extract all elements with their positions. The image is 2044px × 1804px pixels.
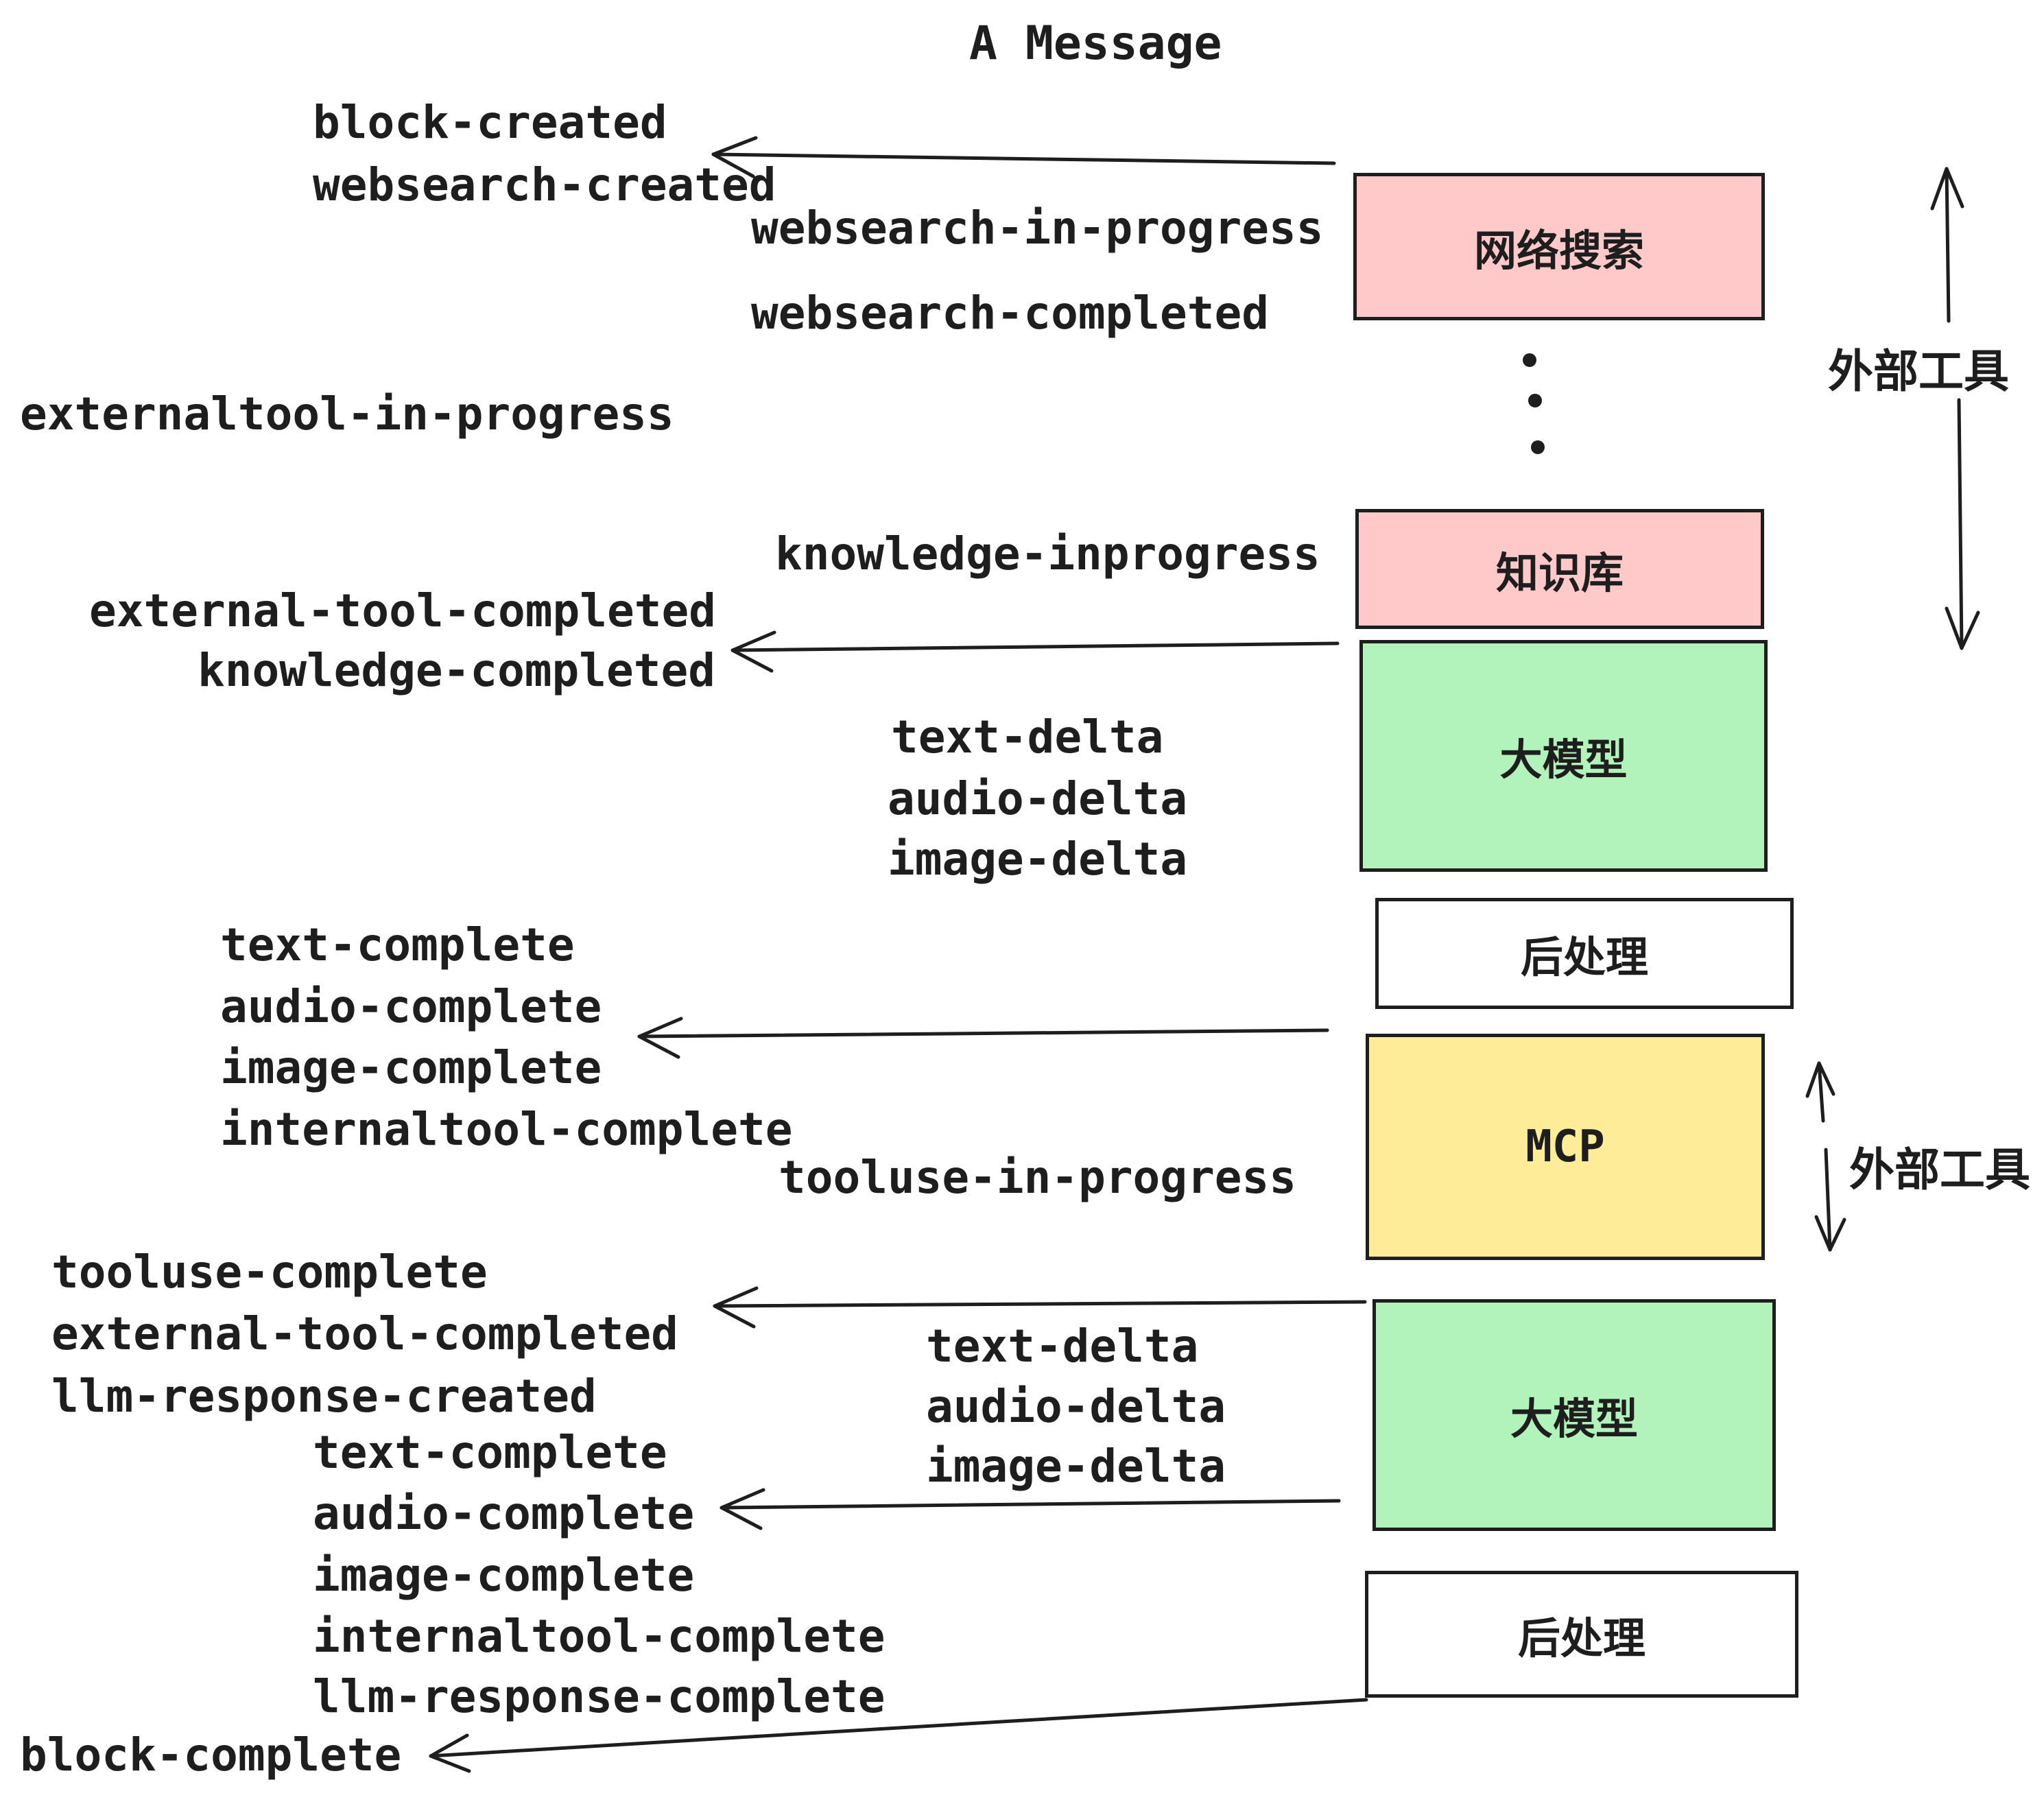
event-tooluse-complete: tooluse-complete bbox=[51, 1246, 488, 1298]
arrow-to-image-complete bbox=[637, 1017, 1329, 1059]
box-websearch: 网络搜索 bbox=[1353, 173, 1765, 320]
box-knowledge-label: 知识库 bbox=[1495, 547, 1624, 598]
event-llm-response-created: llm-response-created bbox=[51, 1370, 597, 1423]
event-externaltool-in-progress: externaltool-in-progress bbox=[20, 388, 674, 440]
event-block-created: block-created bbox=[313, 96, 667, 149]
arrow-to-block-complete bbox=[429, 1698, 1368, 1773]
range-arrow-up-top bbox=[1930, 167, 1964, 323]
event-audio-delta-1: audio-delta bbox=[888, 772, 1188, 825]
range-arrow-up-mcp bbox=[1805, 1061, 1835, 1123]
ellipsis-dots bbox=[1523, 353, 1545, 454]
box-knowledge: 知识库 bbox=[1355, 509, 1764, 629]
arrow-to-knowledge-completed bbox=[730, 630, 1340, 673]
event-audio-delta-2: audio-delta bbox=[926, 1380, 1226, 1433]
event-text-complete-1: text-complete bbox=[220, 918, 575, 971]
event-image-delta-2: image-delta bbox=[926, 1440, 1226, 1493]
external-tools-label-mcp: 外部工具 bbox=[1849, 1144, 2030, 1195]
range-arrow-down-mcp bbox=[1814, 1148, 1846, 1252]
event-block-complete: block-complete bbox=[20, 1729, 402, 1781]
event-image-delta-1: image-delta bbox=[888, 833, 1188, 886]
box-postprocess-1: 后处理 bbox=[1375, 898, 1794, 1009]
box-llm-2-label: 大模型 bbox=[1510, 1394, 1638, 1444]
event-knowledge-inprogress: knowledge-inprogress bbox=[775, 527, 1320, 580]
event-tooluse-in-progress: tooluse-in-progress bbox=[779, 1151, 1296, 1204]
event-internaltool-complete-2: internaltool-complete bbox=[313, 1610, 886, 1663]
box-mcp: MCP bbox=[1366, 1034, 1765, 1260]
arrow-to-tooluse-complete bbox=[713, 1286, 1367, 1329]
box-llm-2: 大模型 bbox=[1372, 1299, 1776, 1531]
event-audio-complete-2: audio-complete bbox=[313, 1487, 695, 1540]
event-external-tool-completed-2: external-tool-completed bbox=[51, 1307, 678, 1360]
box-llm-1-label: 大模型 bbox=[1499, 735, 1628, 785]
box-postprocess-2: 后处理 bbox=[1365, 1571, 1798, 1698]
event-llm-response-complete: llm-response-complete bbox=[313, 1670, 886, 1723]
event-text-delta-2: text-delta bbox=[926, 1320, 1199, 1373]
diagram-title: A Message bbox=[969, 16, 1222, 71]
box-llm-1: 大模型 bbox=[1359, 640, 1768, 872]
box-mcp-label: MCP bbox=[1525, 1121, 1605, 1172]
event-external-tool-completed-1: external-tool-completed bbox=[89, 584, 716, 637]
event-websearch-completed: websearch-completed bbox=[751, 287, 1269, 340]
arrow-to-block-created bbox=[711, 136, 1336, 178]
event-image-complete-2: image-complete bbox=[313, 1549, 695, 1602]
external-tools-label-top: 外部工具 bbox=[1828, 346, 2009, 396]
arrow-to-audio-complete bbox=[720, 1488, 1341, 1530]
event-websearch-created: websearch-created bbox=[313, 158, 776, 211]
event-internaltool-complete-1: internaltool-complete bbox=[220, 1103, 793, 1156]
event-image-complete-1: image-complete bbox=[220, 1041, 602, 1094]
event-websearch-in-progress: websearch-in-progress bbox=[751, 202, 1324, 254]
event-text-delta-1: text-delta bbox=[891, 711, 1164, 763]
event-audio-complete-1: audio-complete bbox=[220, 980, 602, 1033]
box-websearch-label: 网络搜索 bbox=[1473, 225, 1644, 276]
event-text-complete-2: text-complete bbox=[313, 1426, 667, 1479]
box-postprocess-2-label: 后处理 bbox=[1517, 1613, 1645, 1663]
event-knowledge-completed: knowledge-completed bbox=[198, 644, 715, 697]
range-arrow-down-top bbox=[1945, 398, 1980, 650]
box-postprocess-1-label: 后处理 bbox=[1520, 932, 1648, 982]
